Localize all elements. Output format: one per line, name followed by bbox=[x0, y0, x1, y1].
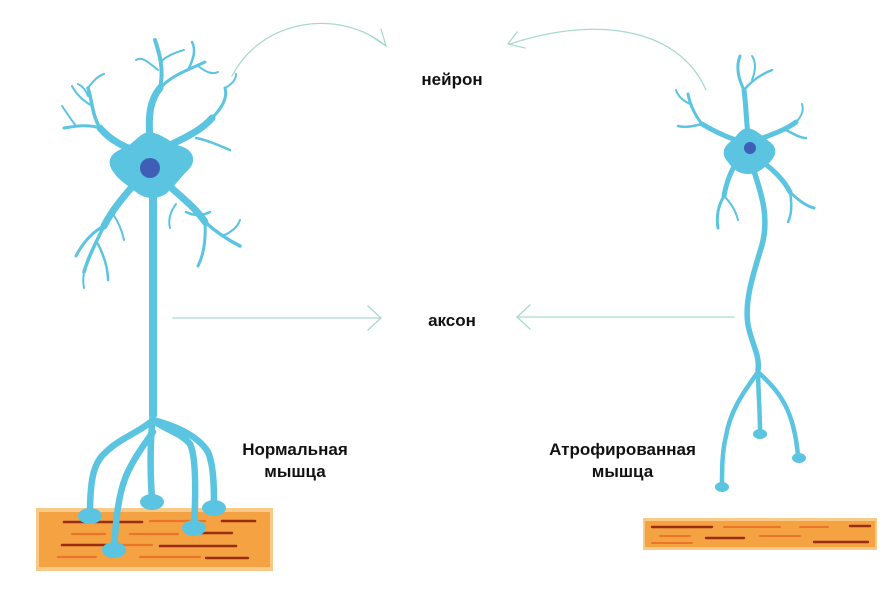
atrophied-neuron bbox=[675, 54, 816, 489]
arrow-axon-right-head bbox=[516, 304, 531, 330]
pointer-arrows bbox=[172, 22, 735, 331]
healthy-neuron-terminal-1 bbox=[78, 508, 102, 524]
label-normal-muscle-line1: Нормальная bbox=[242, 440, 348, 459]
label-axon: аксон bbox=[428, 311, 476, 330]
healthy-neuron-axon-terminals bbox=[86, 408, 218, 552]
label-atrophied-muscle-line1: Атрофированная bbox=[549, 440, 696, 459]
atrophied-neuron-axon-terminals bbox=[719, 365, 801, 489]
label-normal-muscle: Нормальная мышца bbox=[225, 439, 365, 483]
atrophied-muscle-fibers bbox=[650, 524, 872, 544]
healthy-neuron-terminal-2 bbox=[140, 494, 164, 510]
atrophied-neuron-terminal-3 bbox=[715, 482, 729, 492]
arrow-neuron-left bbox=[231, 22, 387, 77]
atrophied-neuron-nucleus bbox=[744, 142, 756, 154]
healthy-neuron-terminal-5 bbox=[102, 542, 126, 558]
atrophied-muscle bbox=[643, 518, 877, 550]
normal-muscle bbox=[36, 508, 273, 571]
healthy-neuron bbox=[61, 38, 242, 552]
label-atrophied-muscle-line2: мышца bbox=[591, 462, 654, 481]
normal-muscle-fibers bbox=[56, 519, 257, 560]
atrophied-neuron-axon bbox=[744, 162, 768, 373]
atrophied-neuron-terminal-2 bbox=[792, 453, 806, 463]
label-normal-muscle-line2: мышца bbox=[264, 462, 326, 481]
arrow-neuron-right bbox=[509, 28, 707, 91]
healthy-neuron-terminal-3 bbox=[182, 520, 206, 536]
label-atrophied-muscle: Атрофированная мышца bbox=[535, 439, 710, 483]
label-neuron: нейрон bbox=[421, 70, 483, 89]
arrow-neuron-right-head bbox=[506, 31, 526, 49]
healthy-neuron-nucleus bbox=[140, 158, 160, 178]
arrow-axon-left-head bbox=[367, 305, 382, 331]
arrow-neuron-left-head bbox=[370, 28, 388, 48]
healthy-neuron-terminal-4 bbox=[202, 500, 226, 516]
atrophied-neuron-terminal-1 bbox=[753, 429, 767, 439]
